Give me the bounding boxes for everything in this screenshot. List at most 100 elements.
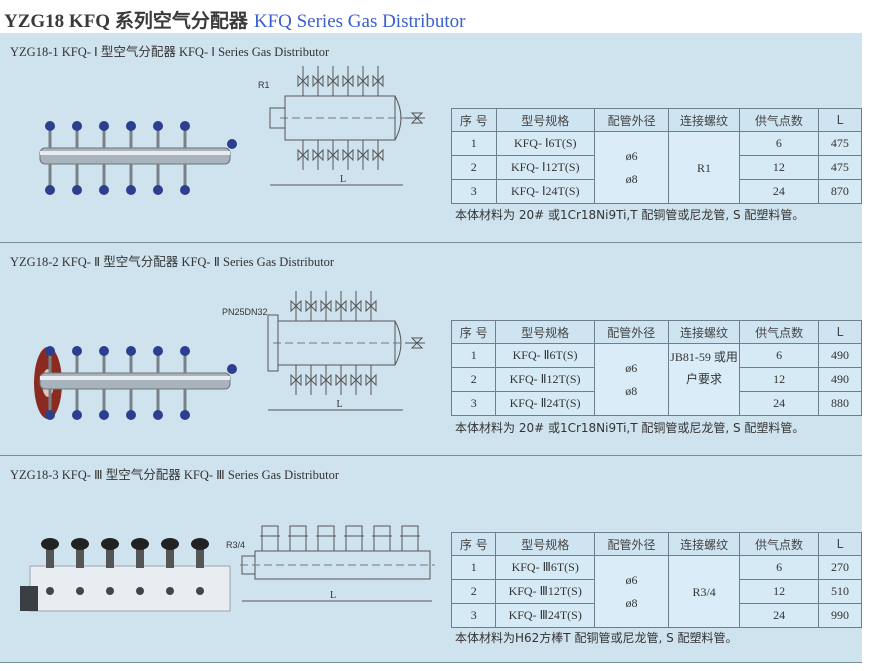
column-header: 型号规格	[495, 320, 595, 344]
cell-points: 24	[738, 179, 819, 204]
product-photo	[39, 121, 237, 195]
column-header: 序 号	[451, 108, 497, 132]
cell-model: KFQ- Ⅲ24T(S)	[495, 603, 595, 628]
cell-points: 12	[739, 579, 819, 604]
technical-drawing: R3/4L	[226, 525, 435, 602]
title-en: KFQ Series Gas Distributor	[253, 11, 466, 32]
material-note: 本体材料为H62方棒T 配铜管或尼龙管, S 配塑料管。	[455, 631, 738, 645]
title-cn: YZG18 KFQ 系列空气分配器	[4, 11, 248, 32]
cell-model: KFQ- Ⅱ24T(S)	[495, 391, 595, 416]
cell-thread: R3/4	[668, 555, 741, 628]
cell-points: 6	[739, 555, 819, 580]
cell-no: 3	[450, 391, 497, 416]
cell-model: KFQ- Ⅱ12T(S)	[495, 367, 595, 392]
cell-no: 2	[450, 579, 497, 604]
cell-no: 3	[451, 179, 497, 204]
column-header: 连接螺纹	[667, 320, 741, 344]
diameter-value: ø6	[625, 572, 638, 587]
column-header: 配管外径	[593, 108, 670, 132]
cell-points: 6	[739, 343, 819, 368]
drawing-label: PN25DN32	[222, 307, 268, 317]
column-header: 配管外径	[593, 532, 670, 556]
cell-no: 3	[450, 603, 497, 628]
cell-model: KFQ- Ⅲ6T(S)	[495, 555, 595, 580]
cell-points: 24	[739, 603, 819, 628]
cell-model: KFQ- Ⅰ6T(S)	[495, 131, 595, 156]
section-kfq-2: YZG18-2 KFQ- Ⅱ 型空气分配器 KFQ- Ⅱ Series Gas …	[0, 243, 863, 456]
cell-length: 475	[817, 155, 863, 180]
cell-no: 2	[450, 367, 497, 392]
diameter-value: ø6	[625, 360, 638, 375]
dimension-label: L	[330, 590, 336, 601]
column-header: 供气点数	[739, 320, 819, 344]
column-header: 序 号	[450, 532, 497, 556]
cell-no: 1	[451, 131, 497, 156]
cell-diameter: ø6 ø8	[593, 555, 670, 628]
material-note: 本体材料为 20# 或1Cr18Ni9Ti,T 配铜管或尼龙管, S 配塑料管。	[455, 208, 805, 222]
column-header: L	[817, 532, 863, 556]
column-header: 供气点数	[738, 108, 819, 132]
product-photo	[20, 538, 231, 612]
material-note: 本体材料为 20# 或1Cr18Ni9Ti,T 配铜管或尼龙管, S 配塑料管。	[455, 421, 805, 435]
section-subtitle: YZG18-1 KFQ- Ⅰ 型空气分配器 KFQ- Ⅰ Series Gas …	[10, 45, 330, 59]
dimension-label: L	[340, 174, 346, 185]
cell-model: KFQ- Ⅰ12T(S)	[495, 155, 595, 180]
column-header: 连接螺纹	[668, 108, 740, 132]
cell-length: 990	[817, 603, 863, 628]
drawing-label: R3/4	[226, 540, 245, 550]
column-header: 供气点数	[739, 532, 819, 556]
cell-points: 24	[739, 391, 819, 416]
section-subtitle: YZG18-3 KFQ- Ⅲ 型空气分配器 KFQ- Ⅲ Series Gas …	[10, 468, 340, 482]
diameter-value: ø8	[625, 383, 638, 398]
cell-length: 880	[817, 391, 863, 416]
section-subtitle: YZG18-2 KFQ- Ⅱ 型空气分配器 KFQ- Ⅱ Series Gas …	[10, 255, 335, 269]
cell-diameter: ø6 ø8	[593, 131, 670, 204]
section-kfq-3: YZG18-3 KFQ- Ⅲ 型空气分配器 KFQ- Ⅲ Series Gas …	[0, 456, 863, 663]
cell-length: 490	[817, 343, 863, 368]
section-kfq-1: YZG18-1 KFQ- Ⅰ 型空气分配器 KFQ- Ⅰ Series Gas …	[0, 33, 863, 243]
cell-length: 870	[817, 179, 863, 204]
diameter-value: ø8	[625, 595, 638, 610]
dimension-label: L	[337, 399, 343, 410]
cell-length: 510	[817, 579, 863, 604]
cell-model: KFQ- Ⅰ24T(S)	[495, 179, 595, 204]
column-header: 配管外径	[593, 320, 669, 344]
cell-points: 12	[738, 155, 819, 180]
product-illustration: R3/4L	[20, 525, 435, 612]
column-header: L	[817, 108, 863, 132]
diameter-value: ø6	[625, 148, 638, 163]
drawing-label: R1	[258, 80, 270, 90]
cell-no: 2	[451, 155, 497, 180]
cell-thread: JB81-59 或用户要求	[667, 343, 741, 416]
diameter-value: ø8	[625, 171, 638, 186]
column-header: 型号规格	[495, 108, 595, 132]
product-photo	[34, 346, 237, 420]
cell-length: 475	[817, 131, 863, 156]
column-header: 型号规格	[495, 532, 595, 556]
column-header: L	[817, 320, 863, 344]
cell-thread: R1	[668, 131, 740, 204]
cell-model: KFQ- Ⅱ6T(S)	[495, 343, 595, 368]
technical-drawing: R1L	[258, 66, 425, 186]
column-header: 序 号	[450, 320, 497, 344]
cell-points: 12	[739, 367, 819, 392]
cell-no: 1	[450, 555, 497, 580]
cell-no: 1	[450, 343, 497, 368]
product-illustration: R1L	[39, 66, 425, 195]
cell-points: 6	[738, 131, 819, 156]
cell-diameter: ø6 ø8	[593, 343, 669, 416]
cell-length: 490	[817, 367, 863, 392]
